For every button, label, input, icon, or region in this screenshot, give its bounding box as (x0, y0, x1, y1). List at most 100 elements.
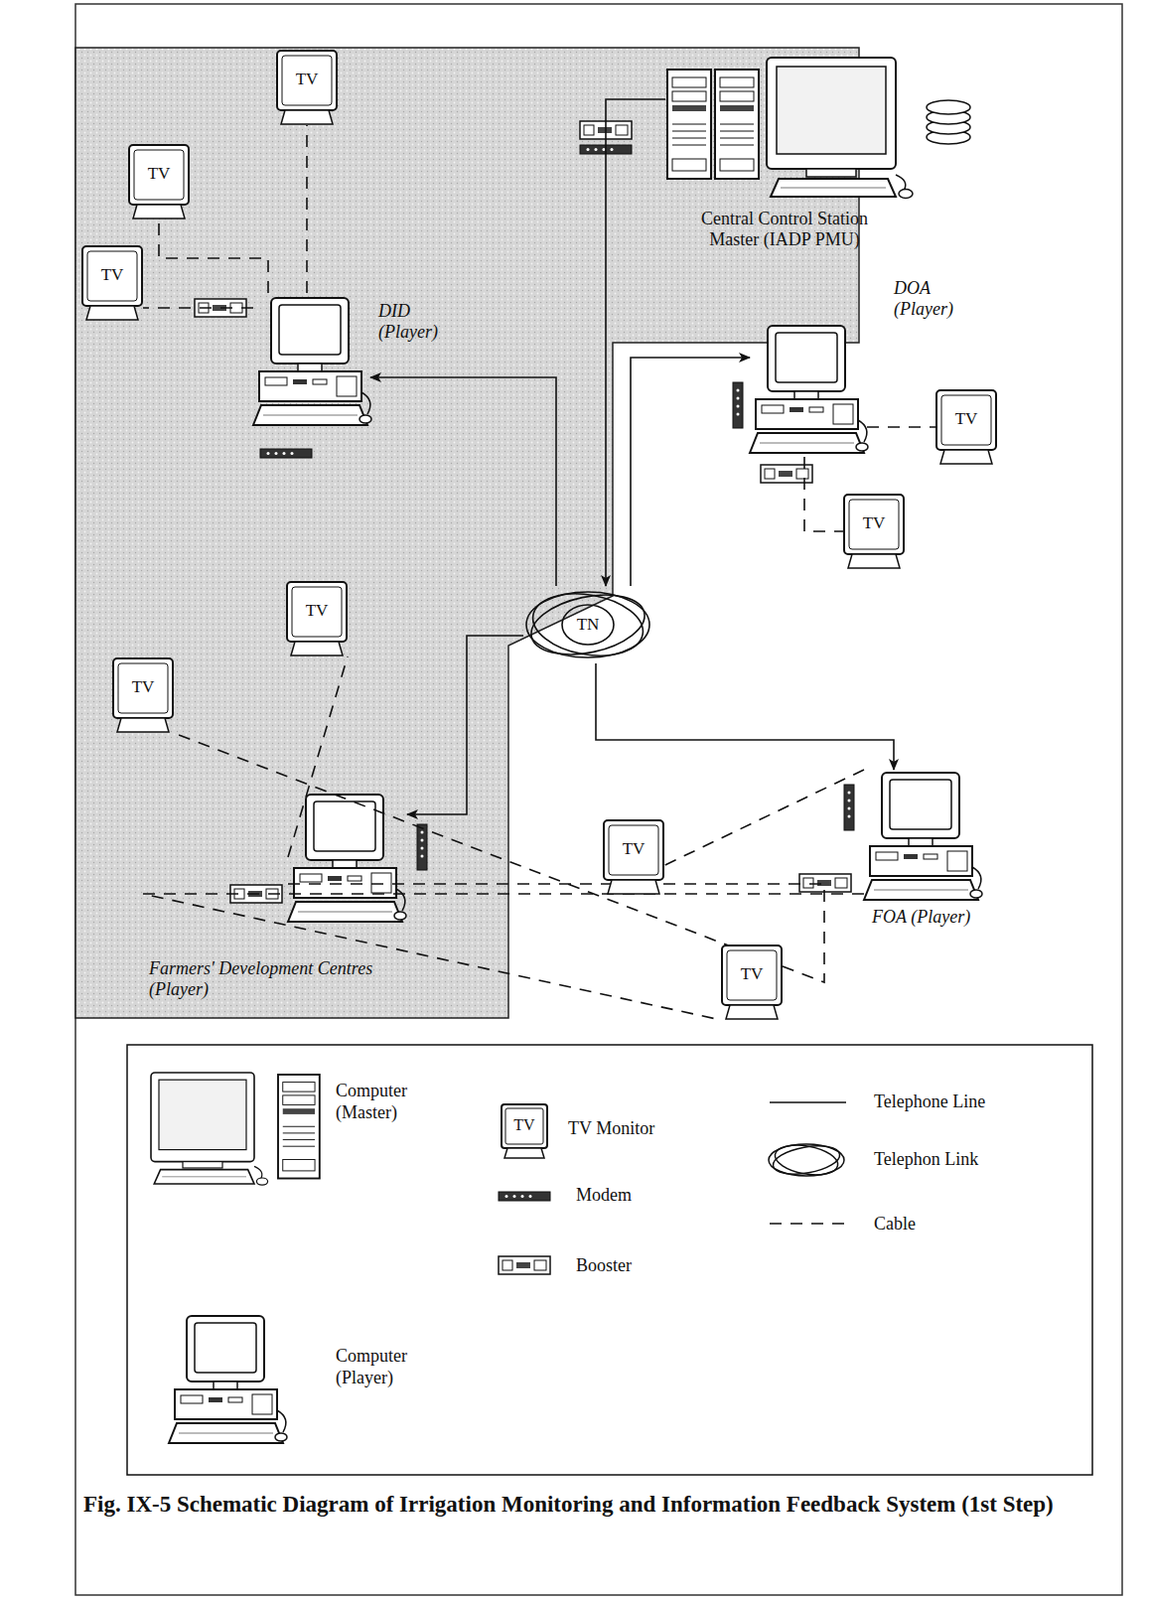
legend-tv-icon (501, 1104, 548, 1158)
tv-base (86, 305, 139, 320)
link-label: TN (523, 614, 653, 635)
page-frame (75, 3, 1123, 1595)
tv-base (607, 879, 660, 894)
tv-screen-frame (721, 945, 782, 1006)
tv-base (281, 110, 333, 125)
monitor-icon (766, 57, 913, 199)
tv-screen-frame (82, 246, 143, 306)
legend-text: Computer (Player) (335, 1345, 445, 1389)
tower-icon (715, 69, 759, 179)
cable-line (305, 125, 308, 293)
tv-label: TV (843, 513, 905, 534)
player-computer (749, 325, 868, 453)
cable-line (143, 893, 864, 1020)
tv-monitor: TV (286, 580, 348, 657)
telephone-line (605, 99, 666, 586)
tv-monitor: TV (276, 49, 338, 126)
tv-label: TV (128, 163, 190, 184)
legend-master-icon (150, 1072, 269, 1185)
tv-monitor: TV (935, 389, 998, 465)
legend-box (127, 1044, 1093, 1475)
tv-base (848, 554, 900, 569)
legend-player-icon (168, 1315, 288, 1443)
player-computer: DOA (Player) (749, 322, 867, 457)
legend-master-icon (278, 1074, 320, 1179)
tv-label: TV (935, 409, 998, 430)
cable-line (602, 769, 864, 895)
tv-monitor: TV (843, 493, 905, 570)
player-computer: DID (Player) (253, 292, 371, 432)
legend-text: Modem (575, 1184, 696, 1207)
tv-screen-frame (603, 820, 664, 880)
player-computer (863, 772, 983, 900)
tv-screen-frame (129, 144, 189, 205)
station-label: DOA (Player) (893, 278, 984, 319)
master-station: Central Control Station Master (IADP PMU… (665, 57, 974, 202)
cable-line (866, 426, 936, 429)
legend-tv-label: TV (501, 1116, 548, 1135)
tv-monitor: TV (128, 143, 190, 220)
modem-icon (844, 784, 855, 831)
modem-icon (417, 824, 428, 870)
legend-text: TV Monitor (568, 1118, 727, 1141)
tv-base (940, 449, 993, 464)
cable-line (158, 219, 269, 293)
shaded-region (75, 47, 860, 1018)
telephone-line (595, 663, 894, 770)
disk-stack (926, 100, 971, 144)
legend-text: Booster (575, 1255, 696, 1278)
cable-line (804, 456, 844, 532)
player-computer: Farmers' Development Centres (Player) (287, 789, 408, 929)
telephone-link: TN (523, 585, 653, 664)
tower-icon (667, 69, 712, 179)
player-computer (287, 794, 407, 922)
tv-label: TV (112, 677, 174, 698)
player-computer (253, 297, 372, 426)
tv-base (133, 204, 185, 219)
tv-monitor: TV (602, 819, 665, 895)
tv-base (117, 718, 169, 732)
tv-label: TV (81, 265, 144, 286)
legend-text: Cable (873, 1213, 994, 1236)
telephone-line (630, 357, 750, 586)
figure-caption: Fig. IX-5 Schematic Diagram of Irrigatio… (83, 1489, 1149, 1520)
tv-monitor: TV (720, 944, 783, 1020)
cable-line (287, 656, 348, 858)
station-label: DID (Player) (378, 300, 448, 342)
legend-cable-sample (769, 1222, 847, 1225)
tv-base (290, 641, 343, 656)
tv-label: TV (602, 839, 665, 860)
legend-link-sample (768, 1141, 845, 1180)
tv-label: TV (286, 600, 348, 621)
modem-icon (732, 382, 743, 429)
booster-icon (799, 873, 852, 892)
tv-monitor: TV (81, 245, 144, 321)
legend-booster-icon (498, 1256, 551, 1275)
tv-screen-frame (936, 390, 997, 450)
tv-label: TV (276, 69, 338, 90)
tv-screen-frame (844, 494, 904, 555)
telephone-line (407, 635, 524, 815)
tv-monitor: TV (112, 657, 174, 733)
tv-screen-frame (277, 50, 337, 111)
tv-label: TV (720, 964, 783, 985)
tv-base (725, 1005, 778, 1019)
station-label: Farmers' Development Centres (Player) (148, 958, 403, 1000)
legend-modem-icon (498, 1191, 551, 1201)
station-label: Central Control Station Master (IADP PMU… (685, 208, 884, 250)
tv-screen-frame (287, 581, 347, 642)
legend-line-sample (769, 1101, 847, 1104)
station-label: FOA (Player) (871, 906, 972, 928)
player-computer: FOA (Player) (863, 769, 982, 904)
cable-line (143, 306, 254, 309)
legend-text: Computer (Master) (335, 1080, 445, 1124)
tv-screen-frame (113, 658, 173, 719)
legend-text: Telephone Line (873, 1091, 1043, 1114)
legend-text: Telephon Link (873, 1149, 1043, 1171)
telephone-line (370, 377, 557, 586)
modem-icon (260, 448, 312, 458)
